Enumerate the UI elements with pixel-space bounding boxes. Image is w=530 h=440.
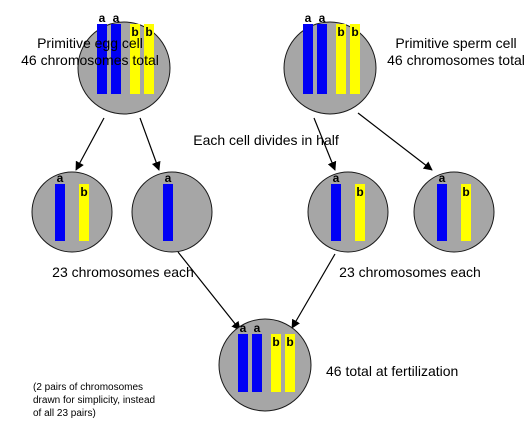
chromosome-a-label: a — [319, 11, 326, 25]
fertilization-caption: 46 total at fertilization — [326, 363, 458, 379]
chromosome-b-bar — [285, 334, 295, 392]
note-line-1: (2 pairs of chromosomes — [33, 382, 143, 393]
sperm-cell-count: 46 chromosomes total — [387, 52, 525, 68]
chromosome-a-label: a — [240, 321, 247, 335]
cell-circle-icon — [31, 171, 113, 253]
chromosome-a-bar — [317, 24, 327, 94]
arrow-sperm-to-daughter-1 — [313, 117, 337, 171]
chromosome-b-label: b — [272, 335, 279, 349]
chromosome-b-bar — [130, 24, 140, 94]
chromosome-a-bar — [252, 334, 262, 392]
arrows — [75, 112, 433, 331]
chromosome-b-label: b — [351, 25, 358, 39]
note-line-3: of all 23 pairs) — [33, 408, 96, 419]
chromosome-a-bar — [303, 24, 313, 94]
chromosome-a-label: a — [113, 11, 120, 25]
egg-cell-title: Primitive egg cell — [37, 35, 143, 51]
chromosome-a-bar — [55, 184, 65, 241]
egg-daughter-1: ab — [31, 171, 113, 253]
chromosome-b-bar — [144, 24, 154, 94]
chromosome-a-label: a — [305, 11, 312, 25]
chromosome-a-bar — [331, 184, 341, 241]
chromosome-b-label: b — [356, 185, 363, 199]
chromosome-a-bar — [111, 24, 121, 94]
chromosome-a-bar — [437, 184, 447, 241]
cell-circle-icon — [307, 171, 389, 253]
chromosome-a-label: a — [254, 321, 261, 335]
chromosome-b-label: b — [286, 335, 293, 349]
chromosome-a-label: a — [439, 171, 446, 185]
chromosome-b-label: b — [337, 25, 344, 39]
cell-circle-icon — [413, 171, 495, 253]
arrow-egg-to-daughter-1 — [75, 117, 105, 171]
chromosome-a-bar — [163, 184, 173, 241]
chromosome-a-bar — [97, 24, 107, 94]
cell-circle-icon — [218, 318, 312, 412]
left-split-caption: 23 chromosomes each — [52, 264, 194, 280]
sperm-cell-title: Primitive sperm cell — [395, 35, 516, 51]
sperm-daughter-2: ab — [413, 171, 495, 253]
chromosome-b-bar — [355, 184, 365, 241]
chromosome-a-label: a — [333, 171, 340, 185]
chromosome-a-bar — [238, 334, 248, 392]
note-line-2: drawn for simplicity, instead — [33, 395, 155, 406]
chromosome-b-bar — [461, 184, 471, 241]
arrow-sperm-to-daughter-2 — [357, 112, 433, 171]
chromosome-b-bar — [350, 24, 360, 94]
chromosome-b-label: b — [145, 25, 152, 39]
egg-daughter-2: a — [131, 171, 213, 253]
chromosome-b-label: b — [462, 185, 469, 199]
chromosome-b-bar — [79, 184, 89, 241]
arrow-sperm-daughter-to-zygote — [291, 253, 336, 329]
arrow-egg-daughter-to-zygote — [177, 251, 241, 331]
arrow-egg-to-daughter-2 — [139, 117, 161, 171]
cell-circle-icon — [283, 21, 377, 115]
right-split-caption: 23 chromosomes each — [339, 264, 481, 280]
egg-cell-count: 46 chromosomes total — [21, 52, 159, 68]
chromosome-a-label: a — [57, 171, 64, 185]
sperm-daughter-1: ab — [307, 171, 389, 253]
chromosome-b-bar — [271, 334, 281, 392]
captions: Primitive egg cell 46 chromosomes total … — [21, 35, 525, 419]
chromosome-b-label: b — [131, 25, 138, 39]
chromosome-a-label: a — [99, 11, 106, 25]
divides-caption: Each cell divides in half — [193, 132, 339, 148]
chromosome-b-label: b — [80, 185, 87, 199]
chromosome-a-label: a — [165, 171, 172, 185]
chromosome-b-bar — [336, 24, 346, 94]
